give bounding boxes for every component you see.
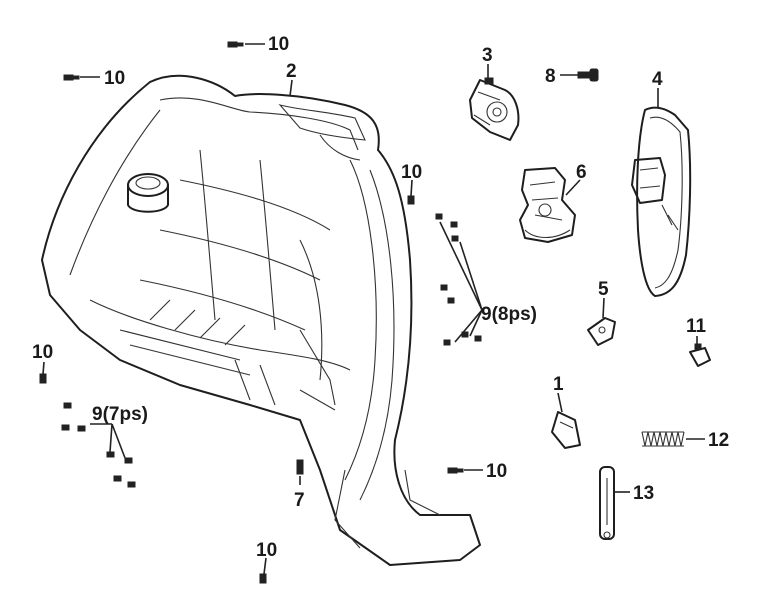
label-10-leftmid: 10: [32, 342, 53, 363]
lock-part-6: [519, 167, 576, 243]
rod-part-13: [599, 466, 615, 540]
label-10-top: 10: [268, 34, 289, 55]
inner-box-body: [41, 74, 481, 566]
spring-part-12: [641, 431, 685, 447]
label-4: 4: [652, 69, 663, 90]
label-8: 8: [545, 66, 556, 87]
label-3: 3: [482, 45, 493, 66]
label-7: 7: [294, 490, 305, 511]
screw-10-bottom: [259, 573, 267, 584]
plate-part-1: [551, 411, 581, 449]
screw-10-top: [227, 41, 244, 48]
label-12: 12: [708, 430, 729, 451]
nut-clip-part-11: [689, 343, 711, 367]
label-1: 1: [553, 374, 564, 395]
label-10-left: 10: [104, 68, 125, 89]
label-10-bottom: 10: [256, 540, 277, 561]
label-13: 13: [633, 483, 654, 504]
screws-part-9-group-b: [61, 402, 136, 488]
label-5: 5: [598, 279, 609, 300]
callout-labels: 10 10 2 3 8 4 10 6 5 9(8ps) 11 10 1 9(7p…: [32, 34, 729, 561]
label-10-right: 10: [486, 461, 507, 482]
screw-10-leftmid: [39, 373, 47, 384]
clip-part-5: [587, 317, 616, 346]
label-9-7ps: 9(7ps): [92, 404, 148, 425]
screw-10-mid: [407, 195, 415, 205]
leader-lines: [42, 43, 705, 575]
bolt-part-7: [296, 459, 304, 475]
label-2: 2: [286, 61, 297, 82]
label-6: 6: [576, 162, 587, 183]
screw-10-left: [63, 74, 80, 81]
screws-part-10: [39, 41, 464, 584]
lid-panel-part-4: [631, 106, 692, 297]
screw-10-right: [447, 467, 464, 474]
bracket-part-3: [469, 77, 520, 141]
screw-part-8: [577, 68, 599, 82]
label-9-8ps: 9(8ps): [481, 304, 537, 325]
label-10-mid: 10: [401, 162, 422, 183]
label-11: 11: [686, 316, 707, 337]
